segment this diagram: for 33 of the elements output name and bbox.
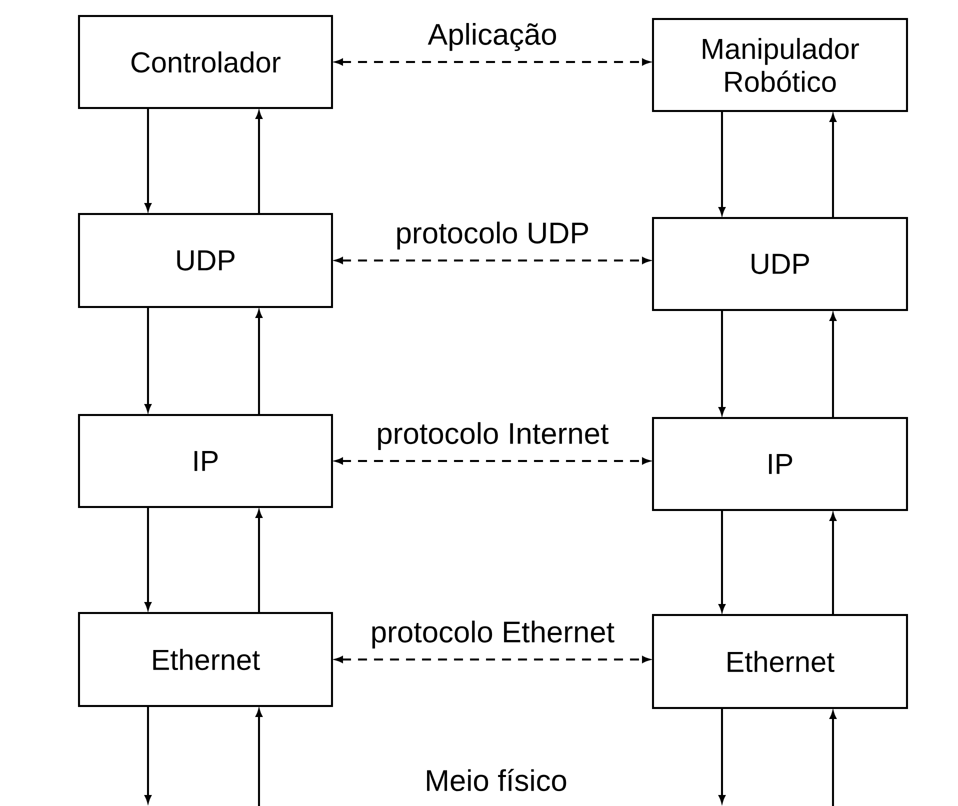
process-box: IP [652, 417, 908, 511]
arrow [256, 111, 262, 214]
arrow [256, 510, 262, 613]
process-box: Controlador [78, 15, 333, 109]
arrow [830, 711, 836, 806]
arrow [718, 510, 726, 612]
arrow [256, 709, 262, 806]
arrow [144, 108, 152, 211]
arrow [335, 656, 650, 663]
process-box: Manipulador Robótico [652, 18, 908, 112]
arrow [335, 58, 650, 66]
edge-label: Aplicação [426, 21, 560, 53]
arrow [335, 257, 650, 264]
arrow [718, 111, 726, 215]
process-box: Ethernet [652, 614, 908, 709]
arrow [335, 458, 650, 464]
arrow [144, 507, 152, 610]
edge-label: protocolo Internet [374, 420, 611, 452]
process-box: Ethernet [78, 612, 333, 707]
edge-label: protocolo UDP [393, 220, 592, 252]
process-box: UDP [652, 217, 908, 311]
process-box: UDP [78, 213, 333, 308]
arrow [144, 307, 152, 412]
arrow [144, 706, 152, 803]
edge-label: protocolo Ethernet [368, 618, 617, 650]
process-box: IP [78, 414, 333, 508]
arrow [718, 708, 726, 803]
arrow [830, 513, 836, 615]
arrow [830, 114, 836, 218]
arrow [256, 310, 262, 415]
arrow [718, 310, 726, 415]
medium-label: Meio físico [427, 768, 566, 792]
arrow [830, 313, 836, 418]
